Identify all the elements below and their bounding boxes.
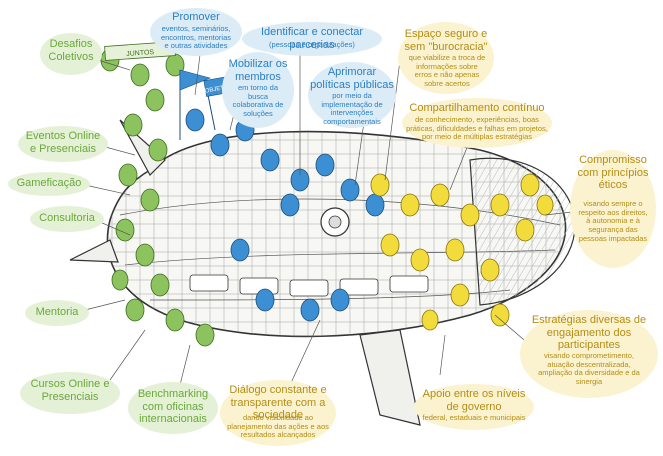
bubble-mobilizar bbox=[222, 52, 294, 128]
label-compromisso: Compromisso com princípios éticos bbox=[577, 154, 649, 192]
label-dialogo: Diálogo constante e transparente com a s… bbox=[229, 384, 327, 422]
label-dialogo-sub: dando visibilidade ao planejamento das a… bbox=[227, 413, 329, 440]
label-promover: Promover bbox=[172, 11, 220, 23]
blue-figures bbox=[185, 108, 385, 322]
label-mobilizar: Mobilizar os membros bbox=[228, 58, 288, 83]
label-identificar-sub: (pessoas e organizações) bbox=[269, 40, 355, 49]
label-mentoria: Mentoria bbox=[35, 306, 79, 318]
bubble-identificar bbox=[242, 22, 382, 56]
label-espaco-sub: que viabilize a troca de informações sob… bbox=[408, 53, 486, 88]
yellow-figures bbox=[370, 173, 554, 331]
bubble-dialogo bbox=[220, 380, 336, 446]
bubble-benchmarking bbox=[128, 382, 218, 434]
label-gamificacao: Gameficação bbox=[16, 177, 82, 189]
label-apoio: Apoio entre os níveis de governo bbox=[422, 388, 526, 413]
label-espaco: Espaço seguro e sem "burocracia" bbox=[404, 28, 488, 53]
label-compromisso-sub: visando sempre o respeito aos direitos, … bbox=[578, 199, 648, 243]
bubble-apoio bbox=[414, 384, 534, 430]
label-compart: Compartilhamento contínuo bbox=[409, 102, 545, 114]
label-estrategias-sub: visando comprometimento, atuação descent… bbox=[538, 351, 640, 386]
label-apoio-sub: federal, estaduais e municipais bbox=[422, 413, 526, 422]
bubble-compart bbox=[402, 98, 552, 148]
label-aprimorar: Aprimorar políticas públicas bbox=[310, 66, 394, 91]
bubble-mentoria bbox=[25, 300, 89, 326]
bubble-compromisso bbox=[570, 150, 656, 268]
bubble-cursos bbox=[20, 372, 120, 414]
side-fin bbox=[69, 239, 119, 263]
label-estrategias: Estratégias diversas de engajamento dos … bbox=[531, 314, 647, 352]
airship-hull bbox=[106, 130, 567, 338]
label-desafios-coletivos: Desafios Coletivos bbox=[48, 38, 94, 63]
label-aprimorar-sub: por meio da implementação de intervençõe… bbox=[321, 91, 383, 126]
bubble-aprimorar bbox=[308, 62, 396, 128]
label-mobilizar-sub: em torno da busca colaborativa de soluçõ… bbox=[232, 83, 284, 118]
label-compart-sub: de conhecimento, experiências, boas prát… bbox=[406, 115, 548, 142]
bubble-espaco bbox=[398, 22, 494, 94]
bubble-promover bbox=[150, 8, 242, 56]
label-benchmarking: Benchmarking com oficinas internacionais bbox=[137, 388, 209, 426]
bubble-gamificacao bbox=[8, 172, 90, 196]
bubble-consultoria bbox=[30, 206, 104, 232]
label-promover-sub: eventos, seminários, encontros, mentoria… bbox=[160, 24, 232, 51]
label-consultoria: Consultoria bbox=[39, 212, 95, 224]
label-eventos: Eventos Online e Presenciais bbox=[25, 130, 101, 155]
lower-fin bbox=[359, 329, 421, 426]
bubble-desafios bbox=[40, 33, 102, 75]
flag-text-2: OBJETIVOS bbox=[204, 83, 238, 95]
label-cursos: Cursos Online e Presenciais bbox=[30, 378, 110, 403]
label-identificar: Identificar e conectar parcerias bbox=[260, 26, 364, 51]
bubble-eventos bbox=[18, 126, 108, 162]
bubble-estrategias bbox=[520, 310, 658, 398]
flag-text-1: JUNTOS bbox=[126, 49, 155, 58]
